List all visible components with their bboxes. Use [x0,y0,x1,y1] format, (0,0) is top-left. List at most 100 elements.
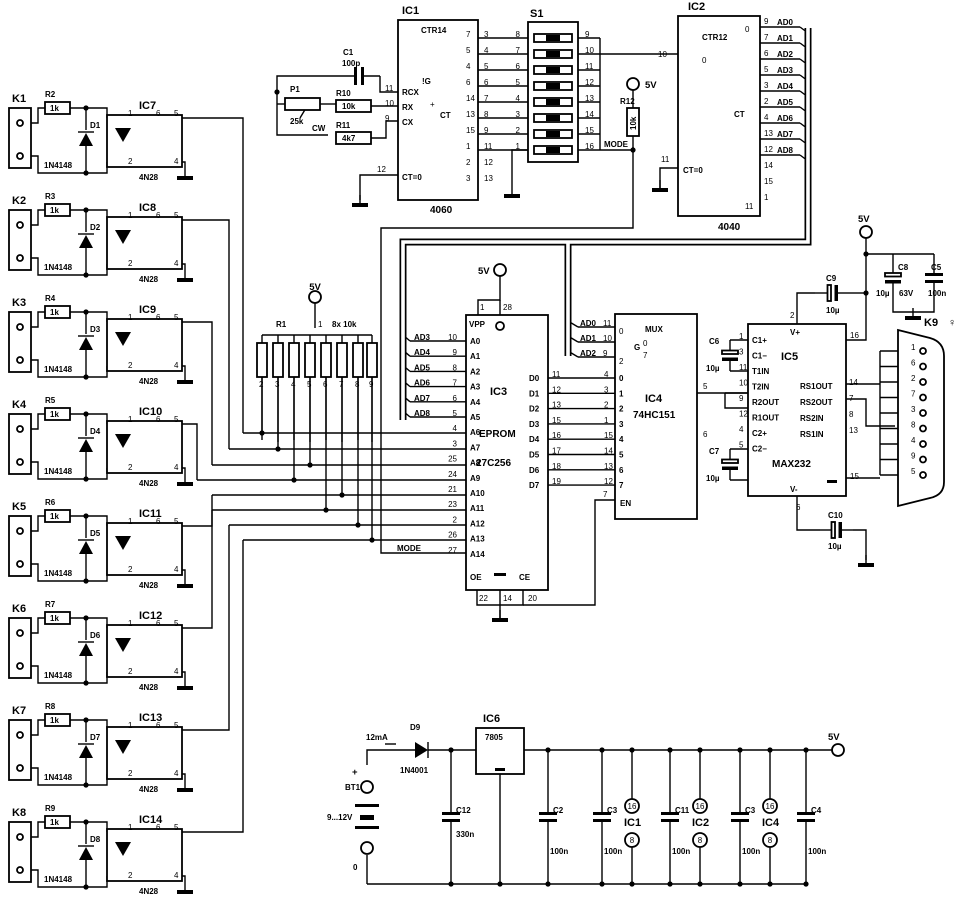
r12-supply [626,77,640,91]
ic5-left-pin: 10 [739,379,748,388]
ic1-out-pin: 13 [466,110,475,119]
capacitor-c12-plate2 [442,819,460,822]
p1-ref: P1 [290,85,300,94]
opto-pin: 4 [174,259,179,268]
ic3-pin: 5 [453,409,458,418]
c7-value: 10µ [706,474,720,483]
opto-part: 4N28 [139,479,159,488]
opto-pin: 6 [156,823,161,832]
junction-dot [863,290,869,296]
ic-vcc-pin: 16 [628,802,637,811]
elco-c7-plate-neg [722,466,738,470]
ic4-g7: 7 [643,351,648,360]
db9-pin [919,393,927,402]
connector-label: K5 [12,501,26,513]
k9-pin: 3 [911,405,916,414]
ic5-right-pin: 7 [849,394,854,403]
junction-dot [697,747,703,753]
ic6-gnd-mark [495,768,505,771]
ic2-ref: IC2 [688,1,705,13]
ic3-pin: 23 [448,500,457,509]
opto-pin: 5 [174,109,179,118]
diode-part: 1N4148 [44,467,73,476]
ic5-right-pin: 13 [849,426,858,435]
r1-ref: R1 [276,320,287,329]
ic4-in-pin: 15 [604,431,613,440]
ic4-part: 74HC151 [633,410,676,421]
s1-pin: 5 [516,78,521,87]
diode-D6 [79,643,93,656]
ground-symbol [177,380,193,384]
ic3-ref: IC3 [490,386,507,398]
opto-output-wire [182,495,213,527]
junction-dot [545,747,551,753]
c1-ref: C1 [343,48,354,57]
cathode-wire [23,869,108,888]
r1-element [352,342,364,378]
capacitor-c1 [354,67,357,85]
opto-pin: 4 [174,463,179,472]
r1-supply [308,290,322,304]
opto-pin: 2 [128,871,133,880]
d9-part: 1N4001 [400,766,429,775]
ic-gnd-badge [624,832,640,848]
r1-element [320,342,332,378]
ic2-ad-label: AD3 [777,66,794,75]
opto-emitter-wire [182,467,186,482]
c10-ground [858,563,874,567]
ic4-en-pin: 7 [603,490,608,499]
junction-dot [767,881,773,887]
opto-ref: IC14 [139,814,163,826]
ic3-vpp: VPP [469,320,486,329]
opto-output-wire [182,423,198,480]
ic3-supply-label: 5V [478,266,490,277]
k9-pin: 4 [911,436,916,445]
resistor-R8 [44,713,71,727]
ic3-pin: 1 [480,303,485,312]
resistor-label: R3 [45,192,56,201]
opto-pin: 4 [174,157,179,166]
connector-terminal [16,560,24,568]
connector-terminal [16,866,24,874]
optocoupler-IC11 [106,522,183,576]
battery-plate [355,804,379,807]
junction-dot [629,881,635,887]
diode-label: D4 [90,427,101,436]
diode-D4 [79,439,93,452]
ic3-pin: 21 [448,485,457,494]
opto-emitter-wire [182,161,186,176]
osc-left-wire [276,75,338,136]
ic4-sel2: 2 [619,357,624,366]
junction-dot [83,411,89,417]
r1-pin: 8 [355,380,360,389]
opto-pin: 6 [156,721,161,730]
ic1-stage-num: 5 [484,62,489,71]
ic5-left-label: C2− [752,445,767,454]
battery-plate [355,826,379,829]
ic5-max232 [747,323,847,497]
opto-pin: 2 [128,565,133,574]
decoupling-ref: C3 [607,806,618,815]
decoupling-ref: C11 [675,806,690,815]
capacitor-c5-plate2 [925,280,943,283]
ic3-gnd-mark [494,573,506,576]
connector-K4 [8,413,32,475]
opto-led [115,230,131,244]
diode-D7 [79,745,93,758]
ic4-out-pin: 6 [703,430,708,439]
c7-ref: C7 [709,447,720,456]
opto-pin: 2 [128,463,133,472]
ic1-ct: CT [440,111,451,120]
ic4-in-num: 3 [619,420,624,429]
ic2-stage: 0 [745,25,750,34]
opto-part: 4N28 [139,887,159,896]
optocoupler-IC7 [106,114,183,168]
db9-pin [919,424,927,433]
ic3-pin: 22 [479,594,488,603]
ic4-func: MUX [645,325,663,334]
ic4-in-pin: 12 [604,477,613,486]
decoupling-ref: C4 [811,806,822,815]
junction-dot [83,615,89,621]
junction-dot [803,747,809,753]
